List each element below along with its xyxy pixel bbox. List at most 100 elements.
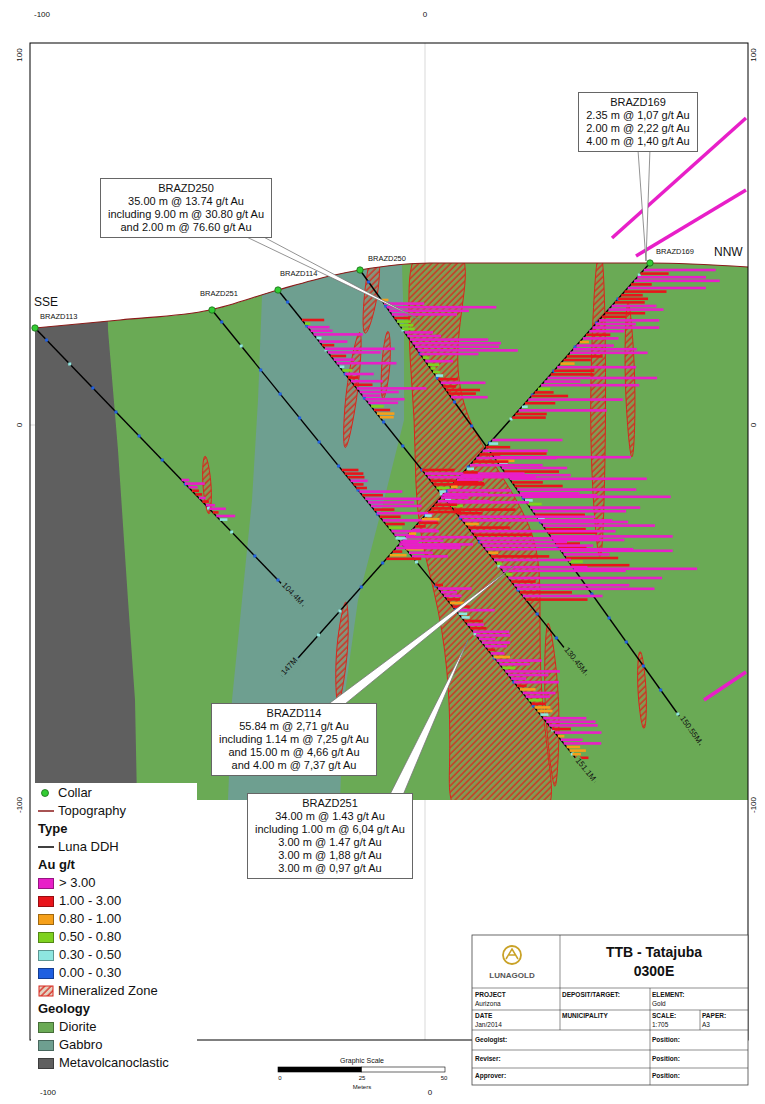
assay-bar xyxy=(530,506,640,509)
assay-bar xyxy=(444,493,488,496)
assay-bar xyxy=(508,674,548,677)
callout-box: BRAZD25035.00 m @ 13.74 g/t Auincluding … xyxy=(100,178,272,238)
assay-bar xyxy=(634,280,720,283)
assay-bar xyxy=(415,525,425,528)
sample-point xyxy=(91,387,94,390)
assay-bar xyxy=(435,504,458,507)
assay-bar xyxy=(213,511,219,514)
legend-entry: Luna DDH xyxy=(38,839,119,855)
assay-bar xyxy=(351,380,383,383)
assay-bar xyxy=(396,547,461,550)
assay-bar xyxy=(514,584,629,587)
sample-point xyxy=(161,459,164,462)
assay-bar xyxy=(448,392,475,395)
assay-bar xyxy=(451,486,458,489)
legend-text: 0.30 - 0.50 xyxy=(59,948,121,962)
drill-holes xyxy=(35,263,700,782)
legend-entry: 0.80 - 1.00 xyxy=(38,911,121,927)
hole-id: BRAZD169 xyxy=(586,96,690,109)
collar-label: BRAZD113 xyxy=(40,313,77,321)
axis-value: -100 xyxy=(750,797,759,813)
legend-entry: Gabbro xyxy=(38,1037,102,1053)
assay-bar xyxy=(488,552,498,555)
legend-entry: 0.00 - 0.30 xyxy=(38,965,121,981)
assay-bar xyxy=(348,476,365,479)
title-block-cell: Approver: xyxy=(475,1072,506,1079)
legend-symbol xyxy=(38,841,54,853)
assay-bar xyxy=(548,377,658,380)
assay-bar xyxy=(192,490,199,493)
assay-bar xyxy=(409,532,416,535)
legend-text: 0.80 - 1.00 xyxy=(59,912,121,926)
sample-point xyxy=(230,531,233,534)
title-block-cell: Position: xyxy=(652,1055,680,1062)
callout-box: BRAZD11455.84 m @ 2,71 g/t Auincluding 1… xyxy=(211,703,377,776)
legend-text: > 3.00 xyxy=(59,876,96,890)
collar-dot xyxy=(275,287,281,293)
title-block-cell: Aurizona xyxy=(475,1000,501,1007)
assay-bar xyxy=(412,555,448,558)
geology-units xyxy=(30,200,646,828)
sample-point xyxy=(382,421,385,424)
legend-swatch xyxy=(38,1040,54,1051)
legend-heading: Geology xyxy=(38,1002,90,1016)
scale-value: 25 xyxy=(359,1075,366,1082)
assay-bar xyxy=(206,504,215,507)
assay-bar xyxy=(202,500,208,503)
assay-bar xyxy=(325,348,395,351)
sample-point xyxy=(381,562,384,565)
assay-bar xyxy=(520,591,572,594)
collar-dot xyxy=(647,260,653,266)
title-block-rule xyxy=(560,935,561,988)
title-block-cell: MUNICIPALITY xyxy=(562,1012,608,1019)
legend-swatch xyxy=(38,1058,54,1069)
title-block-cell: Geologist: xyxy=(475,1036,507,1043)
assay-bar xyxy=(438,378,458,381)
legend-swatch xyxy=(38,878,54,889)
assay-bar xyxy=(459,613,468,616)
assay-bar xyxy=(380,516,401,519)
line-symbol xyxy=(38,810,54,812)
assay-bar xyxy=(541,384,639,387)
collar-dot xyxy=(209,307,215,313)
assay-bar xyxy=(393,550,402,553)
assay-bar xyxy=(496,659,541,662)
assay-bar xyxy=(489,442,498,445)
title-block-cell: 1:705 xyxy=(652,1021,668,1028)
assay-bar xyxy=(447,598,460,601)
scale-value: 0 xyxy=(278,1075,281,1082)
sample-point xyxy=(240,345,243,348)
assay-bar xyxy=(476,457,557,460)
assay-bar xyxy=(485,645,507,648)
sample-point xyxy=(114,411,117,414)
assay-bar xyxy=(425,514,432,517)
sample-point xyxy=(279,393,282,396)
sample-points xyxy=(45,274,696,756)
assay-bar xyxy=(564,359,591,362)
sample-point xyxy=(470,425,473,428)
assay-bar xyxy=(399,543,473,546)
hole-id: BRAZD250 xyxy=(108,182,264,195)
assay-bar xyxy=(365,398,404,401)
assay-bar xyxy=(402,540,443,543)
sample-point xyxy=(453,401,456,404)
assay-bar xyxy=(573,348,637,351)
assay-bar xyxy=(543,524,655,527)
assay-bar xyxy=(441,382,486,385)
callout-box: BRAZD25134.00 m @ 1.43 g/t Auincluding 1… xyxy=(247,793,413,879)
assay-bar xyxy=(485,548,633,551)
legend-symbol xyxy=(38,985,54,997)
axis-value: 0 xyxy=(428,1089,432,1098)
assay-bar xyxy=(374,508,394,511)
assay-interval: 55.84 m @ 2,71 g/t Au xyxy=(219,720,369,733)
title-block-cell: SCALE: xyxy=(652,1012,676,1019)
assay-bar xyxy=(386,523,405,526)
legend-entry: 1.00 - 3.00 xyxy=(38,893,121,909)
assay-bar xyxy=(392,313,457,316)
assay-bar xyxy=(302,319,324,322)
drill-hole-trace xyxy=(282,263,650,676)
assay-bar xyxy=(499,663,529,666)
assay-bar xyxy=(422,518,440,521)
legend-box xyxy=(31,783,197,1079)
